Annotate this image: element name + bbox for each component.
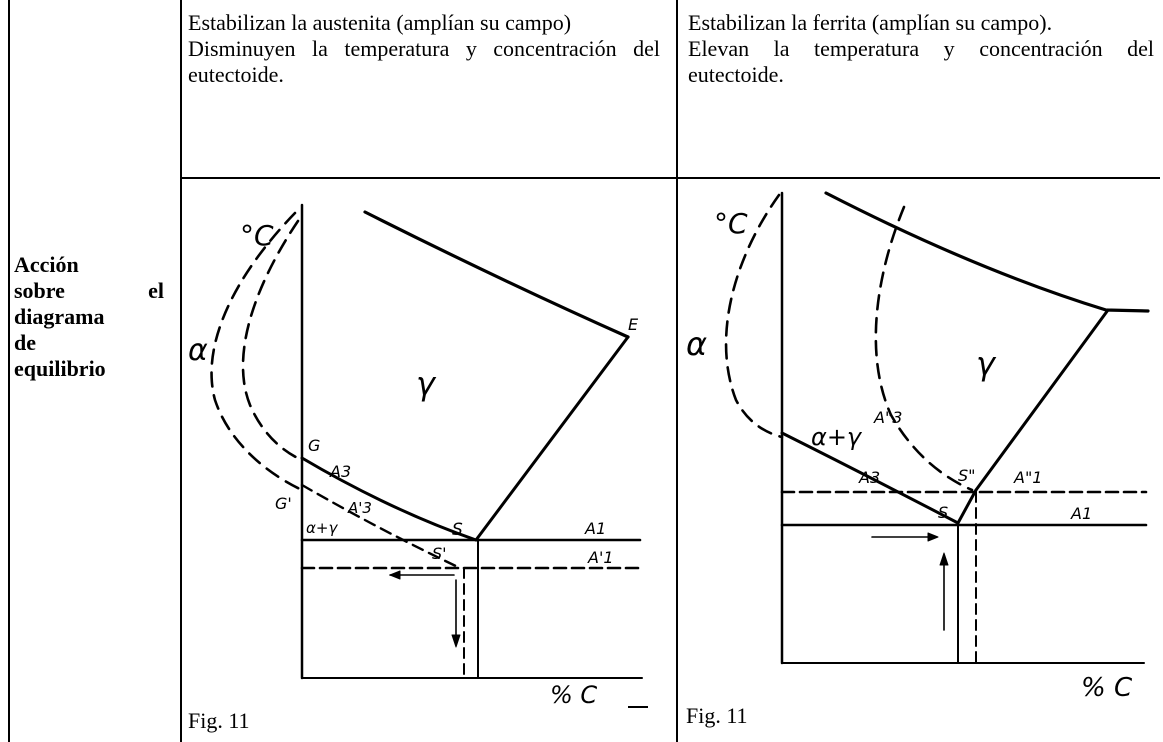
right-fig-caption: Fig. 11 [686,703,748,728]
right-label-a3: A3 [858,468,880,487]
row-label-line: de [14,330,36,355]
left-top-curve [363,210,630,339]
left-label-e: E [628,315,639,334]
left-horizontal-arrowhead [389,570,401,580]
right-s-sdouble-segment [956,488,978,525]
left-label-a3: A3 [329,462,351,481]
left-label-alpha-gamma: α+γ [306,519,338,537]
left-a3-curve [300,456,478,542]
left-label-g: G [308,436,320,455]
right-label-a3double: A"3 [873,408,902,427]
table-border-col2 [676,0,678,742]
left-label-pct-c: % C [550,681,597,709]
right-outer-dashed-curve [724,193,784,439]
left-phase-diagram: °C α γ E G A3 G' A'3 α+γ S S' A1 A'1 % C [188,203,648,709]
right-e-sdouble-line [974,308,1110,492]
right-header-cell: Estabilizan la ferrita (amplían su campo… [688,10,1154,88]
right-label-s: S [938,503,948,522]
left-vertical-arrowhead [451,634,461,648]
left-inner-dashed-curve [241,219,304,462]
right-header-line2: Elevan la temperatura y concentración de… [688,36,1154,87]
right-label-gamma: γ [976,345,997,383]
right-a3-curve [780,431,960,525]
right-phase-diagram: °C α γ A"3 α+γ A3 S" A"1 S A1 % C [686,191,1150,703]
comparison-table [8,0,1160,742]
row-label-line: diagrama [14,304,105,329]
left-a3prime-curve [300,483,462,570]
right-label-a1double: A"1 [1013,468,1042,487]
left-label-a1prime: A'1 [587,548,614,567]
right-header-line1: Estabilizan la ferrita (amplían su campo… [688,10,1053,35]
left-label-sprime: S' [432,544,447,563]
left-label-a3prime: A'3 [347,499,372,517]
right-horizontal-arrowhead [927,532,939,542]
right-label-sdouble: S" [958,466,976,485]
right-top-curve [824,191,1150,313]
row-label-line: equilibrio [14,356,106,381]
left-label-a1: A1 [584,519,606,538]
right-label-a1: A1 [1070,504,1092,523]
left-header-line1: Estabilizan la austenita (amplían su cam… [188,10,572,35]
table-border-left [8,0,10,742]
left-label-alpha: α [188,333,208,368]
right-label-pct-c: % C [1081,673,1133,703]
left-header-line2: Disminuyen la temperatura y concentració… [188,36,660,87]
left-label-gamma: γ [416,365,437,403]
row-label: Acción sobre el diagrama de equilibrio [14,252,164,382]
left-outer-dashed-curve [210,211,304,492]
table-border-row [180,177,1160,179]
right-vertical-arrowhead [939,552,949,566]
row-label-line: sobre el [14,278,164,303]
right-label-alpha-gamma: α+γ [811,423,863,451]
right-label-degc: °C [714,207,748,240]
right-label-alpha: α [686,325,707,363]
left-header-cell: Estabilizan la austenita (amplían su cam… [188,10,660,88]
left-label-degc: °C [240,219,274,252]
table-border-col1 [180,0,182,742]
left-label-s: S [452,520,463,540]
left-es-line [474,335,630,542]
right-a3double-curve [874,205,974,492]
left-label-gprime: G' [275,494,292,513]
row-label-line: Acción [14,252,79,277]
left-fig-caption: Fig. 11 [188,708,250,733]
